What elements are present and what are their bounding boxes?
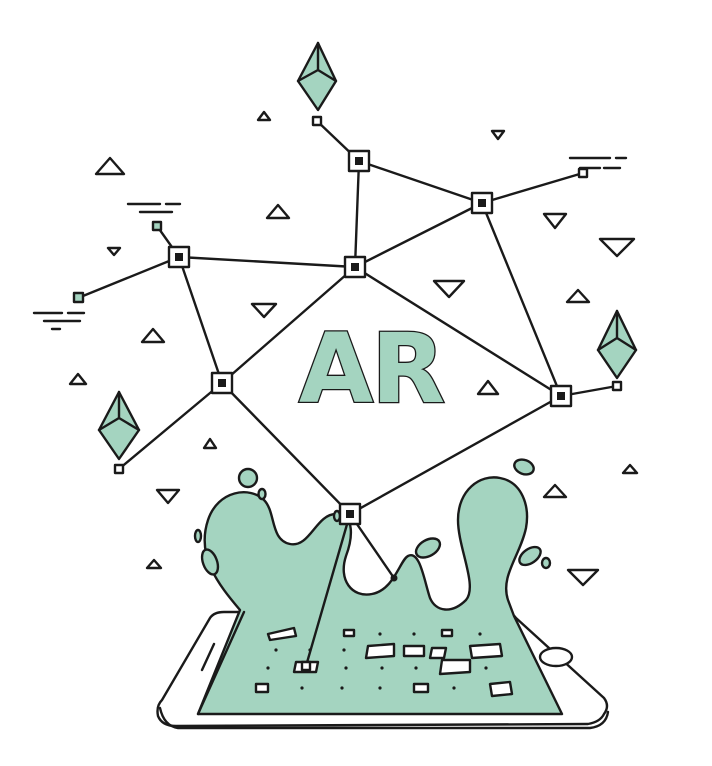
splash-droplet <box>414 537 442 559</box>
endpoint-node <box>390 574 398 582</box>
endpoint-node <box>611 380 623 392</box>
triangle-icon <box>566 568 600 587</box>
triangle-icon <box>265 203 291 220</box>
triangle-icon <box>155 488 181 505</box>
triangle-icon <box>542 483 568 499</box>
triangle-icon <box>106 246 122 257</box>
triangle-icon <box>476 379 500 396</box>
endpoint-node <box>72 291 85 304</box>
splash-droplet <box>513 458 535 476</box>
splash-droplet <box>237 467 259 489</box>
network-node-icon <box>470 191 494 215</box>
splash-droplet <box>540 556 552 570</box>
network-node-icon <box>343 255 367 279</box>
triangle-icon <box>145 558 163 570</box>
triangle-icon <box>256 110 272 122</box>
network-node-icon <box>167 245 191 269</box>
splash-droplet <box>193 528 203 544</box>
splash-shape <box>196 476 564 716</box>
endpoint-node <box>311 115 323 127</box>
triangle-icon <box>598 237 636 258</box>
splash-droplet <box>518 545 542 567</box>
splash-droplet <box>200 548 220 576</box>
triangle-icon <box>542 212 568 230</box>
screen-app-tiles <box>254 626 514 698</box>
triangle-icon <box>140 327 166 344</box>
triangle-icon <box>621 463 639 475</box>
triangle-icons <box>68 110 639 587</box>
triangle-icon <box>68 372 88 386</box>
phone-speaker <box>200 642 216 672</box>
triangle-icon <box>432 279 466 299</box>
triangle-icon <box>94 156 126 176</box>
triangle-icon <box>250 302 278 319</box>
endpoint-node <box>151 220 163 232</box>
ar-headline: AR <box>299 313 443 425</box>
network-nodes <box>72 115 623 672</box>
ethereum-crystal-icon <box>596 309 638 380</box>
ethereum-crystal-icon <box>296 41 338 112</box>
splash-droplet <box>257 487 267 501</box>
network-node-icon <box>549 384 573 408</box>
endpoint-node <box>113 463 125 475</box>
endpoint-node <box>300 660 312 672</box>
network-node-icon <box>210 371 234 395</box>
motion-dashes <box>32 156 628 331</box>
green-splash <box>193 458 564 716</box>
network-node-icon <box>347 149 371 173</box>
triangle-icon <box>490 129 506 141</box>
screen-dots <box>266 632 488 690</box>
ethereum-crystal-icon <box>97 390 141 461</box>
network-node-icon <box>338 502 362 526</box>
endpoint-node <box>577 167 589 179</box>
triangle-icon <box>202 437 218 450</box>
phone-home-button <box>538 646 574 668</box>
triangle-icon <box>565 288 591 304</box>
